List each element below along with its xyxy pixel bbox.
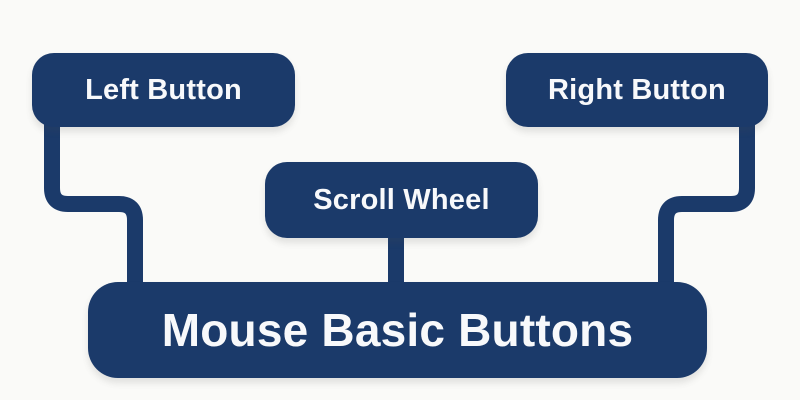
node-scroll-wheel: Scroll Wheel [265, 162, 538, 238]
connector-left-button [44, 120, 143, 290]
node-left-button-label: Left Button [85, 73, 242, 106]
node-mouse-basic-buttons: Mouse Basic Buttons [88, 282, 707, 378]
node-right-button: Right Button [506, 53, 768, 127]
node-left-button: Left Button [32, 53, 295, 127]
node-scroll-wheel-label: Scroll Wheel [313, 183, 490, 216]
connector-right-button [658, 120, 755, 290]
diagram-title: Mouse Basic Buttons [161, 304, 634, 356]
node-right-button-label: Right Button [548, 73, 726, 106]
